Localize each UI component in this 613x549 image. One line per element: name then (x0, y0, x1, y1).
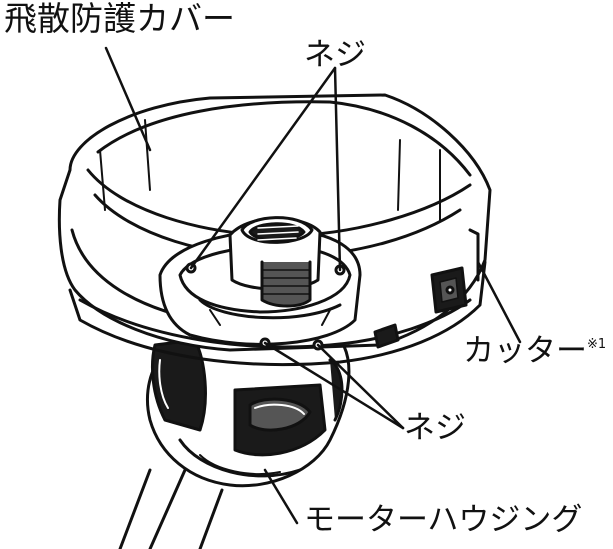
screw-label-top: ネジ (304, 37, 366, 73)
shaft (118, 468, 224, 549)
drive-hub (158, 216, 362, 346)
screw-label-bottom: ネジ (404, 410, 466, 446)
motor-housing-label: モーターハウジング (304, 502, 583, 538)
cutter-label: カッター※1 (463, 336, 606, 367)
cutter (430, 266, 468, 314)
leader-lines (104, 46, 522, 525)
motor-housing (145, 328, 351, 488)
cutter-footnote-mark: ※1 (587, 337, 607, 352)
spray-guard-label: 飛散防護カバー (4, 0, 235, 38)
cutter-label-text: カッター (463, 333, 587, 369)
